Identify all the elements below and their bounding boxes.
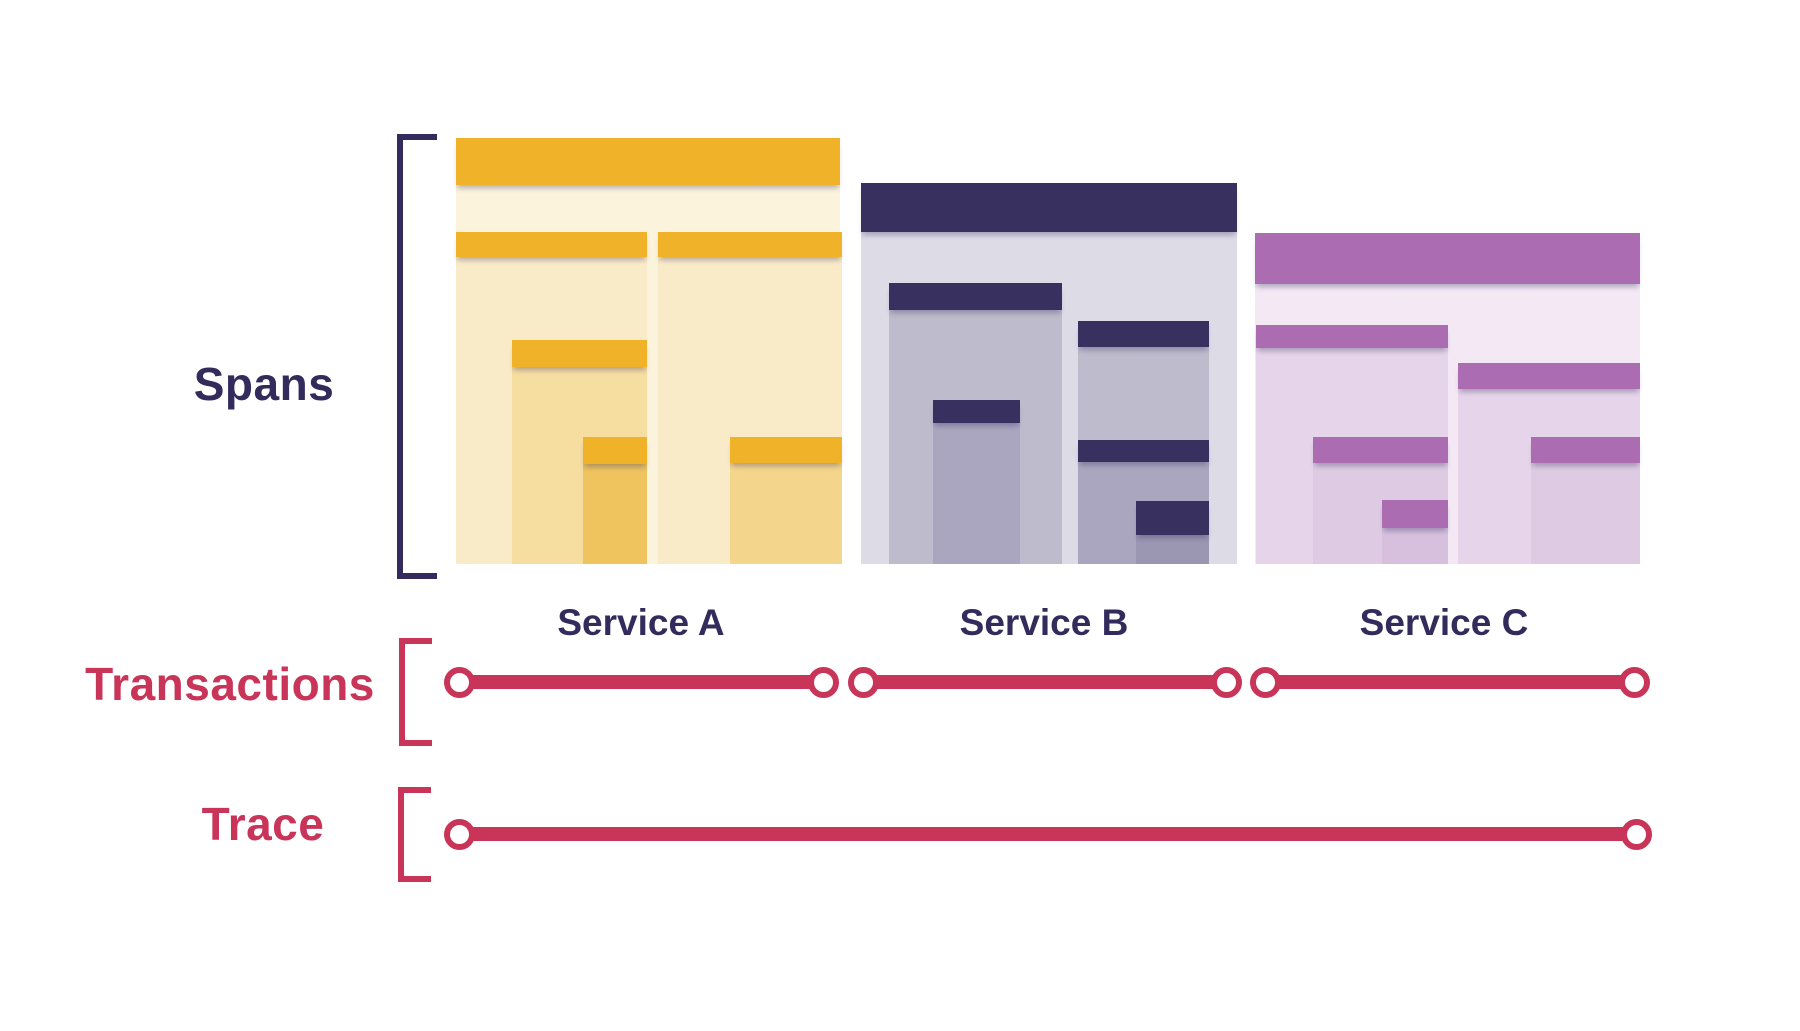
span-bar	[456, 232, 647, 257]
span-bar	[583, 437, 647, 464]
span-bar	[1256, 325, 1448, 348]
span-bar	[456, 138, 840, 185]
trace-line	[459, 827, 1636, 841]
trace-start-circle	[443, 818, 475, 850]
span-bar	[933, 400, 1020, 423]
span-bar	[1313, 437, 1448, 463]
transaction-line	[863, 675, 1226, 689]
trace-label: Trace	[201, 798, 325, 850]
service-label: Service C	[1359, 602, 1529, 643]
span-bar	[658, 232, 842, 257]
span-body	[889, 310, 1062, 564]
spans-bracket	[397, 134, 437, 579]
span-bar	[1078, 440, 1209, 462]
transaction-start-circle	[1249, 666, 1281, 698]
span-bar	[1458, 363, 1640, 389]
span-body	[1382, 528, 1448, 564]
span-bar	[1531, 437, 1640, 463]
span-body	[933, 423, 1020, 564]
service-label: Service B	[959, 602, 1129, 643]
span-body	[730, 463, 842, 564]
span-body	[583, 464, 647, 564]
transactions-bracket	[399, 638, 432, 746]
span-bar	[1136, 501, 1209, 535]
span-bar	[1078, 321, 1209, 347]
transaction-start-circle	[443, 666, 475, 698]
transaction-start-circle	[847, 666, 879, 698]
trace-bracket	[398, 787, 431, 882]
service-label: Service A	[557, 602, 725, 643]
transaction-line	[1265, 675, 1634, 689]
span-bar	[889, 283, 1062, 310]
transaction-end-circle	[1210, 666, 1242, 698]
transaction-end-circle	[1618, 666, 1650, 698]
span-body	[1136, 535, 1209, 564]
transaction-line	[459, 675, 823, 689]
span-bar	[1382, 500, 1448, 528]
span-bar	[861, 183, 1237, 232]
transaction-end-circle	[807, 666, 839, 698]
span-bar	[1255, 233, 1640, 284]
trace-end-circle	[1620, 818, 1652, 850]
spans-label: Spans	[193, 358, 335, 410]
span-bar	[512, 340, 647, 367]
span-bar	[730, 437, 842, 463]
transactions-label: Transactions	[85, 658, 375, 710]
span-body	[1531, 463, 1640, 564]
